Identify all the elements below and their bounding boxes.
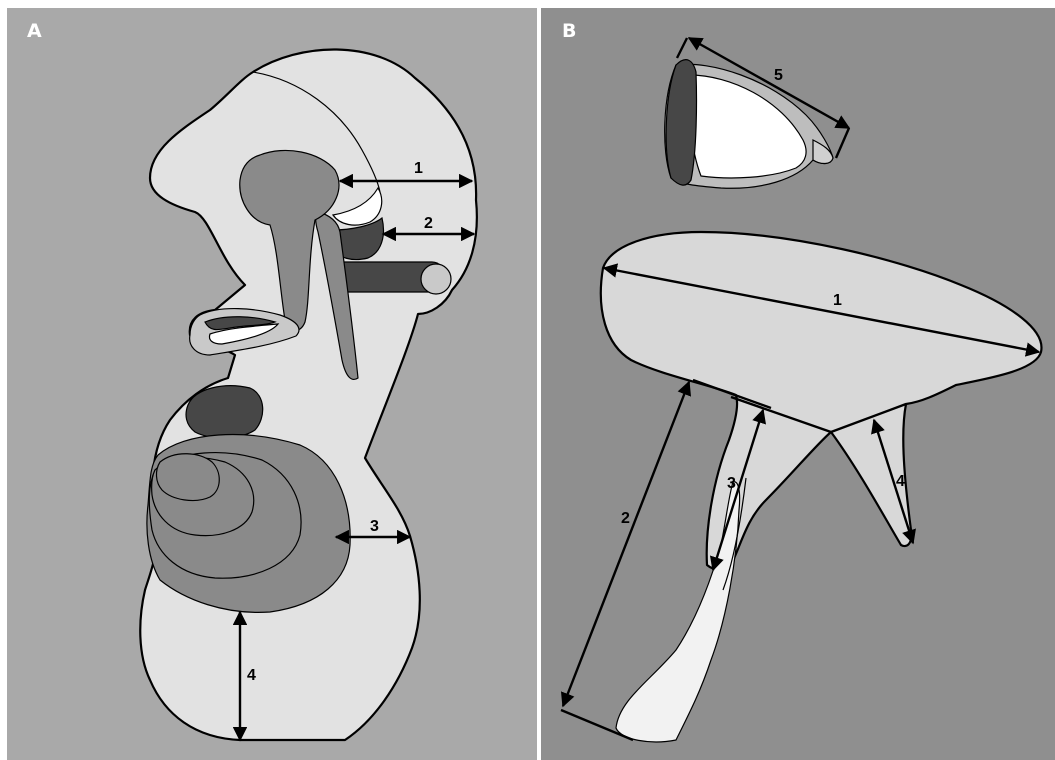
measure-5-label-b: 5 <box>774 67 783 84</box>
panel-b-diagram: B 1 2 3 4 5 <box>541 0 1055 760</box>
panel-label-b: B <box>562 20 576 42</box>
panel-a: A 1 2 3 4 <box>0 0 537 760</box>
measure-3-label-a: 3 <box>370 518 379 535</box>
measure-3-label-b: 3 <box>727 475 736 492</box>
measure-4-label-a: 4 <box>247 667 256 684</box>
bar-tip-a <box>421 264 451 294</box>
dark-oval-a <box>186 386 263 438</box>
measure-2-label-a: 2 <box>424 215 433 232</box>
panel-b: B 1 2 3 4 5 <box>541 0 1055 760</box>
panel-label-a: A <box>27 20 42 42</box>
measure-1-label-b: 1 <box>833 292 842 309</box>
shell-core-a <box>156 454 219 501</box>
measure-1-label-a: 1 <box>414 160 423 177</box>
measure-4-label-b: 4 <box>896 473 905 490</box>
panel-a-diagram: A 1 2 3 4 <box>0 0 537 760</box>
measure-2-label-b: 2 <box>621 510 630 527</box>
